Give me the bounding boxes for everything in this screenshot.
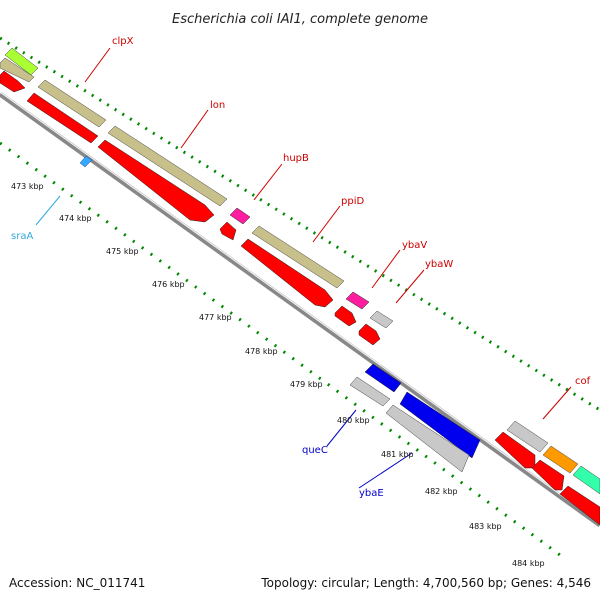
feature-clpX[interactable] (26, 92, 99, 144)
scale-label: 480 kbp (337, 416, 370, 425)
feature-cof-downstream[interactable] (531, 459, 565, 491)
feature-ppiD-region[interactable] (251, 225, 345, 289)
gene-label-sraA[interactable]: sraA (11, 231, 33, 242)
scale-label: 473 kbp (11, 182, 44, 191)
gene-label-clpX[interactable]: clpX (112, 36, 134, 47)
feature-queC-rrna[interactable] (364, 363, 402, 393)
scale-label: 483 kbp (469, 522, 502, 531)
feature-sraA[interactable] (79, 155, 93, 168)
feature-ybaE[interactable] (385, 404, 470, 473)
feature-ybaV-trna[interactable] (345, 291, 370, 310)
genome-summary-text: Topology: circular; Length: 4,700,560 bp… (260, 576, 591, 590)
feature-ppiD[interactable] (240, 238, 334, 308)
scale-label: 478 kbp (245, 347, 278, 356)
scale-label: 477 kbp (199, 313, 232, 322)
feature-hupB-trna[interactable] (229, 207, 251, 225)
feature-hupB[interactable] (219, 221, 237, 241)
scale-label: 476 kbp (152, 280, 185, 289)
gene-label-hupB[interactable]: hupB (283, 153, 309, 164)
feature-cof-last[interactable] (559, 485, 600, 526)
scale-label: 482 kbp (425, 487, 458, 496)
gene-label-ybaE[interactable]: ybaE (359, 488, 384, 499)
inner-tick-track (0, 141, 561, 557)
feature-lon[interactable] (97, 139, 215, 223)
scale-label: 484 kbp (512, 559, 545, 568)
genome-backbone-highlight (0, 91, 600, 524)
features (0, 47, 600, 526)
scale-label: 475 kbp (106, 247, 139, 256)
outer-tick-track (0, 36, 600, 412)
feature-ybaW[interactable] (358, 323, 381, 346)
feature-lon-region[interactable] (107, 125, 228, 207)
scale-label: 481 kbp (381, 450, 414, 459)
map-title: Escherichia coli IAI1, complete genome (172, 12, 428, 27)
gene-label-queC[interactable]: queC (302, 445, 328, 456)
feature-ybaW-other[interactable] (369, 310, 394, 329)
feature-clpX-region[interactable] (37, 79, 107, 128)
genome-backbone (0, 91, 600, 528)
gene-label-lon[interactable]: lon (210, 100, 225, 111)
scale-label: 479 kbp (290, 380, 323, 389)
feature-queC[interactable] (349, 376, 391, 407)
feature-cof-other[interactable] (506, 420, 549, 453)
accession-text: Accession: NC_011741 (9, 576, 145, 590)
feature-lime-block[interactable] (4, 47, 39, 76)
gene-label-ybaW[interactable]: ybaW (425, 259, 453, 270)
gene-label-cof[interactable]: cof (575, 376, 591, 387)
feature-cof-mint[interactable] (572, 465, 600, 495)
feature-ybaV[interactable] (334, 305, 357, 327)
feature-cof[interactable] (494, 431, 536, 469)
gene-label-ppiD[interactable]: ppiD (341, 196, 364, 207)
callout-lines (35, 47, 572, 489)
feature-cof-orange[interactable] (542, 445, 579, 474)
feature-khaki-block[interactable] (0, 57, 35, 83)
gene-label-ybaV[interactable]: ybaV (402, 240, 427, 251)
feature-ybaE-rrna[interactable] (399, 391, 481, 459)
scale-label: 474 kbp (59, 214, 92, 223)
feature-cds-arrow[interactable] (0, 70, 26, 93)
